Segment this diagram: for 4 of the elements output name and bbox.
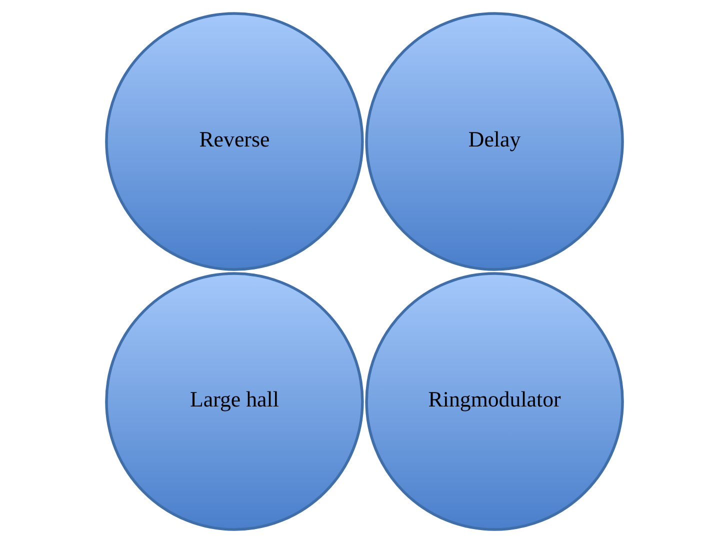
node-circle: Reverse — [104, 12, 364, 271]
node-circle: Large hall — [104, 272, 364, 531]
node-circle: Delay — [364, 12, 624, 271]
node-circle: Ringmodulator — [364, 272, 624, 531]
